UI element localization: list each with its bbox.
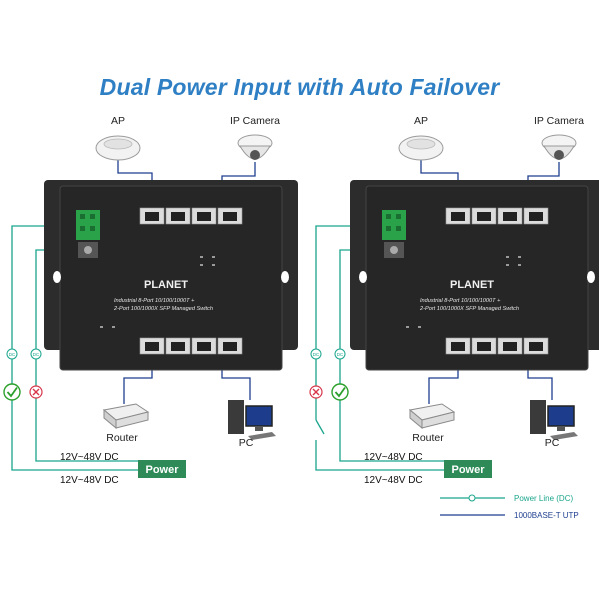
switch-desc-1: Industrial 8-Port 10/100/1000T + — [114, 298, 195, 304]
svg-text:DC: DC — [9, 352, 16, 357]
legend-dc-icon — [468, 494, 476, 502]
dc-tag-2: DC — [30, 348, 42, 360]
switch-desc-1: Industrial 8-Port 10/100/1000T + — [420, 298, 501, 304]
router-device — [408, 403, 456, 430]
dc-tag-2: DC — [334, 348, 346, 360]
power-supply-label: Power — [145, 464, 179, 476]
svg-text:DC: DC — [33, 352, 40, 357]
switch: PLANET Industrial 8-Port 10/100/1000T + … — [350, 180, 599, 371]
terminal-block — [76, 210, 100, 240]
switch-brand: PLANET — [450, 279, 494, 291]
ap-device — [398, 135, 444, 161]
legend-power-label: Power Line (DC) — [514, 494, 573, 503]
power-supply-label: Power — [451, 464, 485, 476]
panel-2: PLANET Industrial 8-Port 10/100/1000T + … — [309, 115, 599, 486]
switch: PLANET Industrial 8-Port 10/100/1000T + … — [44, 180, 298, 371]
voltage-label-2: 12V~48V DC — [60, 452, 119, 463]
switch-desc-2: 2-Port 100/1000X SFP Managed Switch — [419, 306, 519, 312]
power-supply-box — [444, 460, 492, 478]
ap-label: AP — [111, 115, 125, 127]
legend: Power Line (DC) 1000BASE-T UTP — [440, 494, 579, 520]
input-2-fail-icon — [29, 385, 43, 399]
diagram-title: Dual Power Input with Auto Failover — [99, 74, 500, 100]
ap-device — [95, 135, 141, 161]
power-supply-box — [138, 460, 186, 478]
router-device — [102, 403, 150, 430]
pc-label: PC — [545, 437, 560, 449]
ip-camera-label: IP Camera — [534, 115, 584, 127]
dc-jack — [390, 246, 398, 254]
pc-device — [530, 400, 578, 440]
input-1-fail-icon — [309, 385, 323, 399]
mount-hole-left — [53, 271, 61, 283]
switch-brand: PLANET — [144, 279, 188, 291]
dc-tag-1: DC — [6, 348, 18, 360]
ip-camera-device — [541, 134, 577, 160]
power-line-1-switch — [315, 419, 325, 435]
input-1-ok-icon — [3, 383, 21, 401]
ip-camera-label: IP Camera — [230, 115, 280, 127]
router-label: Router — [412, 432, 444, 444]
ap-label: AP — [414, 115, 428, 127]
ip-camera-device — [237, 134, 273, 160]
voltage-label-1: 12V~48V DC — [364, 475, 423, 486]
voltage-label-2: 12V~48V DC — [364, 452, 423, 463]
pc-label: PC — [239, 437, 254, 449]
mount-hole-right — [281, 271, 289, 283]
terminal-block — [382, 210, 406, 240]
svg-text:DC: DC — [337, 352, 344, 357]
legend-utp-label: 1000BASE-T UTP — [514, 511, 579, 520]
power-line-1 — [11, 225, 138, 471]
voltage-label-1: 12V~48V DC — [60, 475, 119, 486]
router-label: Router — [106, 432, 138, 444]
switch-desc-2: 2-Port 100/1000X SFP Managed Switch — [113, 306, 213, 312]
dc-jack — [84, 246, 92, 254]
power-line-1-lower — [315, 440, 444, 471]
pc-device — [228, 400, 276, 440]
panel-1: PLANET Industrial 8-Port 10/100/1000T + … — [3, 115, 298, 486]
input-2-ok-icon — [331, 383, 349, 401]
dc-tag-1: DC — [310, 348, 322, 360]
svg-text:DC: DC — [313, 352, 320, 357]
